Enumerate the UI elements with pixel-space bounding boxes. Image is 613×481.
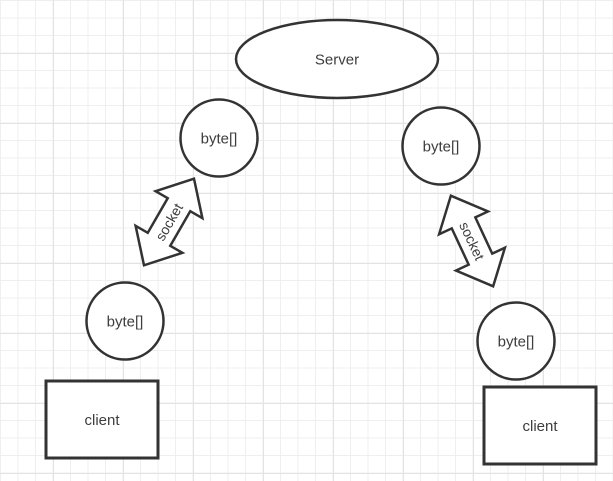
server-ellipse[interactable] xyxy=(234,18,440,100)
buffer-circle-top-right[interactable] xyxy=(401,106,481,186)
client-label-left: client xyxy=(84,412,120,429)
buffer-circle-top-left[interactable] xyxy=(179,98,259,178)
buffer-label-top-right: byte[] xyxy=(423,139,460,156)
client-rect-right[interactable] xyxy=(482,385,598,466)
client-node-left[interactable]: client xyxy=(44,379,160,460)
double-arrow-shape-left[interactable] xyxy=(121,165,218,279)
client-node-right[interactable]: client xyxy=(482,385,598,466)
buffer-label-bottom-left: byte[] xyxy=(107,314,144,331)
buffer-node-top-left[interactable]: byte[] xyxy=(179,98,259,178)
buffer-circle-bottom-left[interactable] xyxy=(85,281,165,361)
socket-arrow-right[interactable]: socket xyxy=(426,184,517,297)
double-arrow-shape-right[interactable] xyxy=(426,184,517,297)
client-label-right: client xyxy=(522,418,558,435)
server-node[interactable]: Server xyxy=(234,18,440,100)
buffer-circle-bottom-right[interactable] xyxy=(476,301,556,381)
buffer-node-bottom-right[interactable]: byte[] xyxy=(476,301,556,381)
server-label: Server xyxy=(315,52,359,69)
buffer-node-bottom-left[interactable]: byte[] xyxy=(85,281,165,361)
buffer-label-bottom-right: byte[] xyxy=(498,334,535,351)
buffer-label-top-left: byte[] xyxy=(201,131,238,148)
client-rect-left[interactable] xyxy=(44,379,160,460)
socket-arrow-left[interactable]: socket xyxy=(121,165,218,279)
buffer-node-top-right[interactable]: byte[] xyxy=(401,106,481,186)
